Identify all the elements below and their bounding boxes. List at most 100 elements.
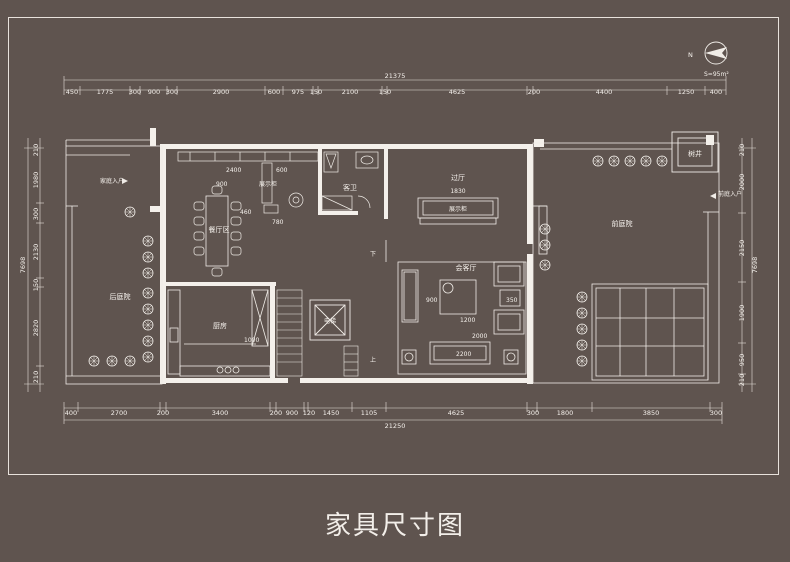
room-label-backyard: 后庭院 (110, 292, 131, 301)
drawing-frame (8, 17, 779, 475)
furniture-dim: 2400 (226, 167, 241, 174)
room-label-dining: 餐厅区 (209, 225, 230, 234)
top-dim-labels: 450 1775 300 900 300 2900 600 975 150 21… (66, 88, 722, 96)
bottom-dim: 3400 (212, 409, 229, 417)
walls (150, 128, 714, 384)
bottom-dim: 1450 (323, 409, 340, 417)
bottom-dim: 120 (303, 409, 315, 417)
top-dim: 300 (129, 88, 141, 96)
entry-arrow-icon (122, 178, 128, 184)
bottom-dim: 4625 (448, 409, 465, 417)
top-total-dim: 21375 (385, 72, 406, 80)
left-dim: 300 (32, 208, 40, 220)
top-dim: 4625 (449, 88, 466, 96)
display-cabinet-label: 展示柜 (259, 180, 277, 188)
hall-cabinet-label: 展示柜 (449, 205, 467, 213)
top-dim: 200 (528, 88, 540, 96)
top-dim: 975 (292, 88, 304, 96)
top-dim: 4400 (596, 88, 613, 96)
top-dim: 400 (710, 88, 722, 96)
left-dim: 1980 (32, 172, 40, 189)
family-entry-label: 家庭入户 (100, 177, 124, 185)
bottom-dim: 2700 (111, 409, 128, 417)
left-dim: 210 (32, 144, 40, 156)
right-dim: 210 (738, 374, 746, 386)
drawing-caption: 家具尺寸图 (324, 511, 465, 541)
area-scale-note: S=95m² (704, 71, 729, 78)
left-dim: 210 (32, 371, 40, 383)
bottom-dim: 200 (270, 409, 282, 417)
left-dim-labels: 7698 210 1980 300 2130 150 2820 210 (19, 144, 40, 383)
stairs-up-label: 上 (370, 356, 376, 364)
room-label-hall: 过厅 (451, 173, 465, 182)
staircase (276, 289, 359, 377)
furniture-dim: 1000 (244, 337, 259, 344)
furniture-dim: 900 (426, 297, 438, 304)
guest-bath-fixtures (321, 151, 379, 211)
right-dim: 2150 (738, 240, 746, 257)
dining-counter (177, 151, 319, 214)
top-dim: 1250 (678, 88, 695, 96)
bottom-dim-labels: 400 2700 200 3400 200 900 120 1450 1105 … (65, 409, 722, 417)
top-dim: 900 (148, 88, 160, 96)
top-dim: 2900 (213, 88, 230, 96)
room-label-living: 会客厅 (456, 263, 477, 272)
right-dim: 1900 (738, 305, 746, 322)
bottom-dim: 3850 (643, 409, 660, 417)
front-yard-plants (539, 155, 668, 367)
stairs-down-label: 下 (370, 251, 376, 258)
room-label-front-yard: 前庭院 (612, 219, 633, 228)
front-entry-label: 前庭入户 (718, 190, 742, 198)
top-dim: 150 (379, 88, 391, 96)
furniture-dim: 600 (276, 167, 288, 174)
entry-arrow-icon (710, 193, 716, 199)
left-dimension-chain (24, 138, 44, 392)
right-dim: 2000 (738, 174, 746, 191)
left-dim: 2130 (32, 244, 40, 261)
compass-icon (704, 41, 728, 65)
left-dim: 2820 (32, 320, 40, 337)
backyard-plants (88, 206, 154, 367)
right-dim: 950 (738, 354, 746, 366)
tree-well-label: 树井 (688, 149, 702, 158)
hall-display-cabinet (417, 197, 499, 225)
bottom-dimension-chain (63, 402, 723, 424)
bottom-dim: 300 (527, 409, 539, 417)
tree-well (671, 131, 719, 173)
bottom-total-dim: 21250 (385, 422, 406, 430)
furniture-dim: 1830 (450, 188, 465, 195)
floor-plan: 21375 450 1775 300 900 300 2900 600 975 … (19, 41, 759, 430)
right-dim: 210 (738, 144, 746, 156)
top-dim: 1775 (97, 88, 114, 96)
furniture-dim: 460 (240, 209, 252, 216)
furniture-dim: 2200 (456, 351, 471, 358)
bottom-dim: 1105 (361, 409, 378, 417)
elevator-icon (309, 299, 351, 341)
bottom-dim: 300 (710, 409, 722, 417)
furniture-dim: 2000 (472, 333, 487, 340)
furniture-dim: 900 (216, 181, 228, 188)
right-dim-labels: 7698 210 2000 2150 1900 950 210 (738, 144, 759, 386)
top-dim: 2100 (342, 88, 359, 96)
room-label-guest-bath: 客卫 (343, 183, 357, 192)
bottom-dim: 400 (65, 409, 77, 417)
furniture-dim: 350 (506, 297, 518, 304)
left-total-dim: 7698 (19, 257, 27, 274)
elevator-label: 电梯 (324, 317, 336, 325)
bottom-dim: 1800 (557, 409, 574, 417)
compass-north-label: N (688, 51, 693, 59)
right-dimension-chain (738, 138, 756, 392)
right-total-dim: 7698 (751, 257, 759, 274)
room-label-kitchen: 厨房 (213, 321, 227, 330)
top-dimension-chain (63, 76, 727, 95)
top-dim: 600 (268, 88, 280, 96)
kitchen-fixtures (167, 289, 271, 377)
bottom-dim: 200 (157, 409, 169, 417)
left-dim: 150 (32, 279, 40, 291)
dining-table (193, 185, 242, 277)
pergola-grid (591, 283, 709, 381)
top-dim: 450 (66, 88, 78, 96)
bottom-dim: 900 (286, 409, 298, 417)
living-room-furniture (397, 261, 527, 375)
furniture-dim: 780 (272, 219, 284, 226)
